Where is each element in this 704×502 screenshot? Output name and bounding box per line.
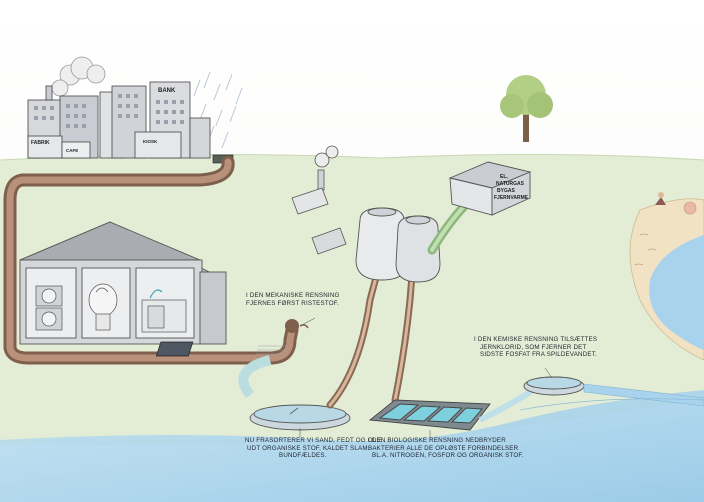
label-cafe: CAFE <box>66 148 78 153</box>
annotation-sand: NU FRASORTERER VI SAND, FEDT OG OLIE UDT… <box>245 437 383 460</box>
svg-text:FJERNVARME: FJERNVARME <box>494 195 529 201</box>
chemical-tank <box>524 377 584 395</box>
beach-ball-icon <box>684 202 696 214</box>
svg-text:BYGAS: BYGAS <box>497 188 515 194</box>
annotation-chemical: I DEN KEMISKE RENSNING TILSÆTTES JERNKLO… <box>474 336 597 359</box>
svg-text:NATURGAS: NATURGAS <box>496 181 525 187</box>
annotation-biological: I DEN BIOLOGISKE RENSNING NEDBRYDER BAKT… <box>368 437 524 460</box>
annotation-mechanical: I DEN MEKANISKE RENSNING FJERNES FØRST R… <box>246 292 340 307</box>
svg-text:EL,: EL, <box>500 174 508 180</box>
digester-tanks <box>356 208 440 282</box>
label-fabrik: FABRIK <box>31 140 50 146</box>
label-bank: BANK <box>158 88 176 94</box>
label-kiosk: KIOSK <box>143 139 158 144</box>
washing-machine-icon <box>36 286 62 330</box>
